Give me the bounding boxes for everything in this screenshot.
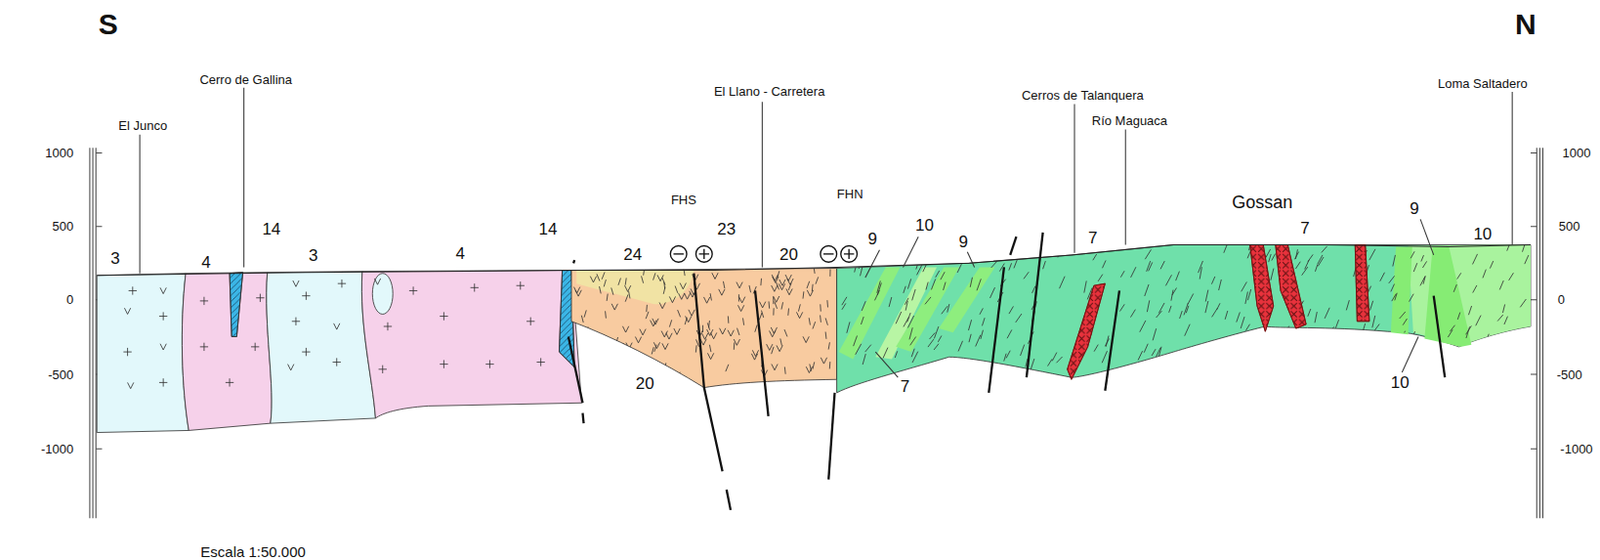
unit-number: 14 (539, 220, 558, 238)
unit-number: 7 (1300, 219, 1309, 237)
unit-number: 9 (1409, 200, 1419, 217)
label-text: FHS (671, 193, 697, 207)
label-text: FHN (837, 187, 864, 201)
unit-number: 7 (1088, 229, 1097, 247)
label-text: Escala 1:50.000 (200, 544, 306, 559)
unit-number: S (98, 9, 119, 40)
unit-number: 10 (1473, 225, 1492, 243)
label-text: Cerros de Talanquera (1021, 88, 1144, 102)
label-text: -500 (47, 368, 74, 381)
unit-number: 23 (716, 220, 736, 238)
label-text: El Junco (118, 119, 168, 132)
label-text: Río Maguaca (1092, 114, 1168, 127)
label-text: Cerro de Gallina (199, 73, 293, 86)
unit-number: 9 (958, 233, 968, 251)
unit-number: 9 (867, 230, 877, 248)
label-text: 0 (66, 293, 74, 306)
unit-number: 10 (1390, 374, 1410, 391)
label-text: 500 (52, 219, 75, 233)
unit-number: 10 (915, 216, 934, 234)
label-text: -500 (1557, 368, 1583, 381)
unit-number: 7 (900, 378, 910, 395)
unit-number: 4 (455, 245, 464, 262)
unit-number: 20 (635, 375, 655, 392)
unit-number: N (1515, 9, 1537, 40)
label-text: Loma Saltadero (1437, 77, 1528, 90)
label-text: 0 (1557, 293, 1565, 306)
label-text: -1000 (1559, 442, 1593, 456)
label-text: El Llano - Carretera (714, 84, 825, 98)
unit-number: Gossan (1231, 193, 1293, 211)
label-text: -1000 (41, 442, 74, 456)
unit-number: 20 (779, 246, 799, 263)
unit-number: 3 (110, 250, 120, 267)
unit-number: 3 (308, 247, 318, 264)
unit-number: 14 (261, 220, 281, 238)
label-text: 500 (1558, 219, 1581, 233)
unit-number: 4 (201, 253, 211, 271)
label-text: 1000 (1562, 146, 1592, 160)
label-text: 1000 (44, 146, 74, 160)
unit-number: 24 (623, 246, 642, 263)
